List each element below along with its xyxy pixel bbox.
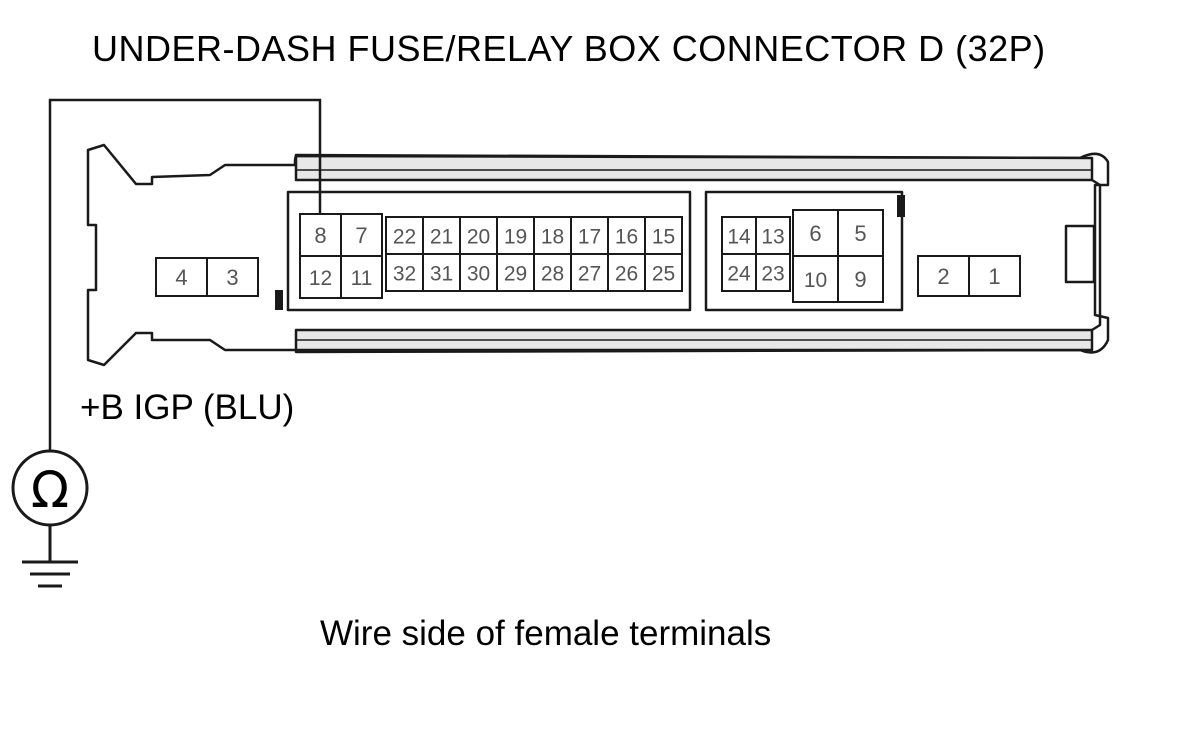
terminal-number: 17 [578,226,601,249]
terminal-number: 20 [467,226,490,249]
housing-notch [897,195,905,217]
terminal-number: 15 [652,226,675,249]
ohm-symbol: Ω [31,461,69,519]
terminal-28: 28 [533,253,572,292]
ohmmeter-icon: Ω [11,449,89,527]
right-end-tab [1064,224,1096,284]
terminal-number: 24 [727,263,751,286]
right-end-bracket [1091,178,1102,332]
terminal-number: 7 [355,223,367,248]
terminal-3: 3 [206,257,259,297]
terminal-4: 4 [155,257,208,297]
terminal-26: 26 [607,253,646,292]
terminal-10: 10 [792,255,839,303]
terminal-number: 16 [615,226,638,249]
terminal-number: 31 [430,263,453,286]
terminal-18: 18 [533,216,572,255]
terminal-16: 16 [607,216,646,255]
terminal-12: 12 [299,255,342,299]
terminal-22: 22 [385,216,424,255]
terminal-number: 1 [988,264,1000,289]
terminal-17: 17 [570,216,609,255]
terminal-number: 22 [393,226,416,249]
housing-notch [275,290,283,310]
terminal-number: 21 [430,226,453,249]
terminal-13: 13 [755,216,791,255]
terminal-29: 29 [496,253,535,292]
terminal-14: 14 [721,216,757,255]
terminal-9: 9 [837,255,884,303]
terminal-number: 28 [541,263,564,286]
terminal-21: 21 [422,216,461,255]
terminal-number: 14 [727,226,751,249]
terminal-number: 26 [615,263,638,286]
terminal-number: 12 [309,267,332,290]
terminal-30: 30 [459,253,498,292]
top-rail [294,154,1094,182]
terminal-6: 6 [792,209,839,257]
wire-label: +B IGP (BLU) [80,388,295,427]
terminal-15: 15 [644,216,683,255]
ground-icon [22,525,78,588]
terminal-1: 1 [968,255,1021,297]
terminal-20: 20 [459,216,498,255]
terminal-2: 2 [917,255,970,297]
terminal-27: 27 [570,253,609,292]
terminal-23: 23 [755,253,791,292]
terminal-number: 19 [504,226,527,249]
terminal-25: 25 [644,253,683,292]
terminal-8: 8 [299,213,342,257]
terminal-number: 5 [854,221,866,246]
terminal-5: 5 [837,209,884,257]
terminal-11: 11 [340,255,383,299]
terminal-number: 30 [467,263,490,286]
diagram-title: UNDER-DASH FUSE/RELAY BOX CONNECTOR D (3… [92,28,1046,69]
terminal-number: 32 [393,263,416,286]
probe-wire [48,98,322,452]
terminal-number: 13 [761,226,784,249]
terminal-number: 8 [314,223,326,248]
terminal-24: 24 [721,253,757,292]
terminal-number: 10 [804,269,827,292]
terminal-number: 23 [761,263,784,286]
terminal-7: 7 [340,213,383,257]
terminal-number: 29 [504,263,527,286]
terminal-number: 9 [854,267,866,292]
terminal-number: 3 [226,265,238,290]
diagram-caption: Wire side of female terminals [320,614,772,653]
terminal-19: 19 [496,216,535,255]
terminal-32: 32 [385,253,424,292]
terminal-number: 18 [541,226,564,249]
terminal-number: 6 [809,221,821,246]
terminal-number: 25 [652,263,675,286]
terminal-number: 11 [351,267,373,290]
terminal-31: 31 [422,253,461,292]
terminal-number: 4 [175,265,187,290]
terminal-number: 27 [578,263,601,286]
terminal-number: 2 [937,264,949,289]
